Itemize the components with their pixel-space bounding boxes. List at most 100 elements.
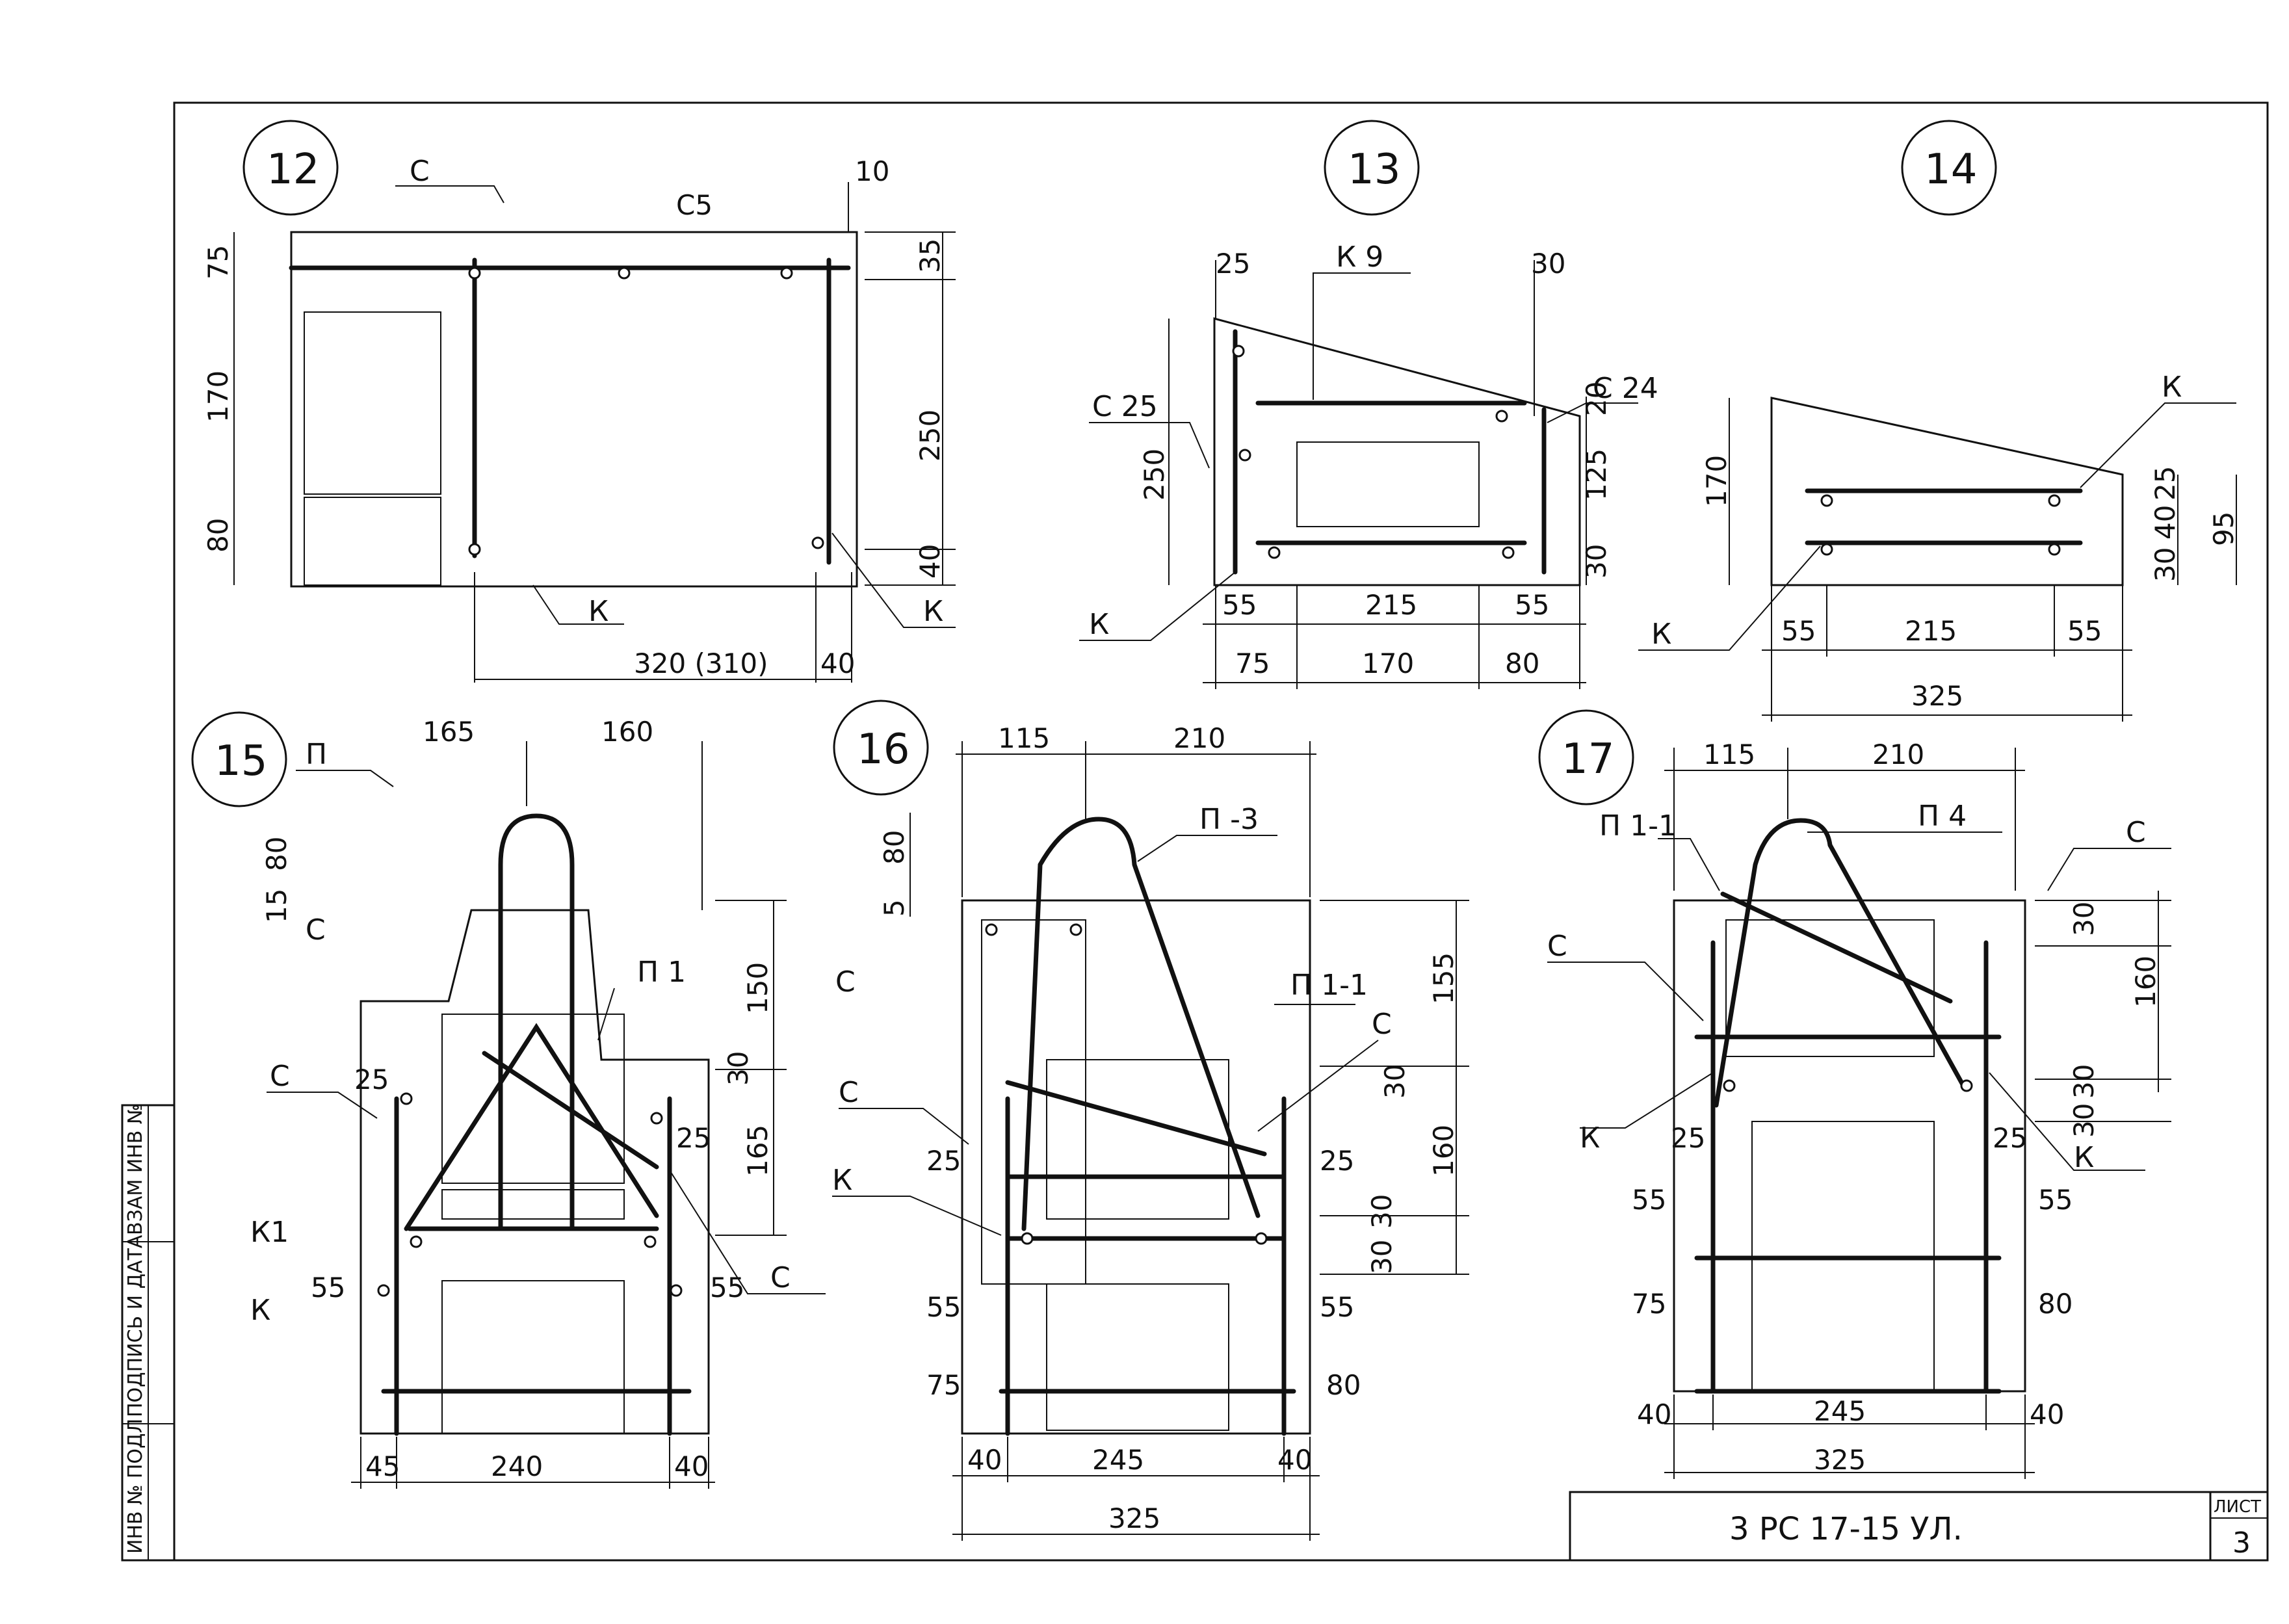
detail-marker-13 (1324, 120, 1420, 216)
d13-label-c24: С 24 (1593, 372, 1658, 405)
d15-label-p: П (306, 738, 327, 771)
d16-dim-40b: 40 (1277, 1444, 1312, 1476)
d12-dim-80: 80 (202, 518, 234, 553)
d13-label-k: К (1089, 608, 1109, 641)
d17-label-k2: К (2074, 1141, 2094, 1174)
d15-dim-25b: 25 (676, 1122, 711, 1154)
d15-dim-150: 150 (742, 962, 774, 1014)
detail-marker-12 (242, 120, 339, 216)
detail-14: 14 К К 170 25 40 30 95 55 215 55 325 (1638, 120, 2240, 722)
d14-dim-215: 215 (1905, 615, 1957, 647)
d14-dim-30: 30 (2149, 547, 2181, 582)
d16-dim-210: 210 (1173, 722, 1225, 754)
d14-dim-325: 325 (1911, 680, 1963, 712)
d17-dim-160: 160 (2130, 956, 2162, 1008)
d12-dim-320: 320 (310) (634, 648, 768, 679)
sheet-number: 3 (2232, 1526, 2251, 1560)
d16-dim-5: 5 (878, 899, 910, 917)
d14-label-k1: К (2162, 371, 2182, 404)
d12-dim-40a: 40 (914, 544, 946, 579)
d13-dim-20: 20 (1580, 382, 1612, 416)
d16-dim-245: 245 (1092, 1444, 1144, 1476)
detail-marker-15 (191, 711, 287, 807)
d12-label-k1: К (588, 595, 608, 628)
detail-number-15: 15 (215, 737, 267, 785)
detail-13: 13 К 9 С 25 С 24 К 25 30 250 20 125 (1079, 120, 1658, 689)
d16-dim-75: 75 (926, 1369, 961, 1401)
d16-label-k: К (832, 1164, 852, 1197)
d16-label-c1: С (835, 965, 856, 999)
d14-dim-170: 170 (1701, 455, 1733, 507)
d17-dim-25a: 25 (1671, 1122, 1705, 1154)
d12-dim-40b: 40 (820, 648, 855, 679)
sheet-label: ЛИСТ (2214, 1497, 2261, 1517)
detail-15: 15 П С П 1 С К1 К С (191, 711, 826, 1489)
d14-dim-55b: 55 (2067, 615, 2102, 647)
d17-label-c1: С (2126, 816, 2146, 849)
d16-dim-30a: 30 (1379, 1064, 1411, 1099)
d12-dim-170: 170 (202, 371, 234, 423)
d17-dim-245: 245 (1814, 1395, 1866, 1427)
d15-dim-165a: 165 (423, 716, 475, 748)
d14-dim-40: 40 (2149, 505, 2181, 540)
d12-label-c: С (410, 155, 430, 188)
d15-label-k1: К1 (250, 1216, 289, 1249)
d13-dim-215: 215 (1365, 589, 1417, 621)
d13-dim-55a: 55 (1222, 589, 1257, 621)
d16-label-c3: С (839, 1076, 859, 1109)
detail-number-17: 17 (1562, 735, 1614, 783)
d16-dim-55a: 55 (926, 1291, 961, 1323)
detail-12: 12 С К К 10 С5 35 250 40 (202, 120, 956, 683)
d17-dim-30c: 30 (2068, 1103, 2100, 1138)
d17-label-c2: С (1547, 930, 1567, 963)
stamp-podpis: ПОДПИСЬ И ДАТА (124, 1235, 147, 1417)
d16-dim-25b: 25 (1320, 1145, 1354, 1177)
d17-dim-55a: 55 (1632, 1184, 1666, 1216)
d17-dim-30b: 30 (2068, 1064, 2100, 1099)
d13-dim-80: 80 (1505, 648, 1539, 679)
d16-dim-80b: 80 (1326, 1369, 1361, 1401)
d13-dim-75: 75 (1235, 648, 1270, 679)
d15-label-c1: С (306, 913, 326, 947)
d16-dim-30c: 30 (1366, 1240, 1398, 1274)
d15-dim-30: 30 (722, 1051, 754, 1086)
d16-dim-25a: 25 (926, 1145, 961, 1177)
side-stamp: ИНВ № ПОДЛ ПОДПИСЬ И ДАТА ВЗАМ ИНВ № (121, 1104, 176, 1562)
d17-dim-40b: 40 (2030, 1398, 2064, 1430)
detail-17: 17 П 1-1 П 4 С С К К (1538, 709, 2171, 1479)
stamp-inv-podl: ИНВ № ПОДЛ (124, 1419, 147, 1554)
d15-dim-45: 45 (365, 1450, 400, 1482)
d14-dim-25: 25 (2149, 466, 2181, 501)
d15-label-c3: С (770, 1261, 791, 1294)
d15-dim-160: 160 (601, 716, 653, 748)
d16-dim-80: 80 (878, 830, 910, 865)
d14-label-k2: К (1651, 618, 1671, 651)
d16-label-c2: С (1372, 1008, 1392, 1041)
d13-label-k9: К 9 (1336, 241, 1383, 274)
title-block: 3 РС 17-15 УЛ. ЛИСТ 3 (1569, 1491, 2269, 1562)
d16-dim-115: 115 (998, 722, 1050, 754)
d16-dim-55b: 55 (1320, 1291, 1354, 1323)
d15-dim-25a: 25 (354, 1064, 389, 1095)
d15-dim-55b: 55 (710, 1272, 744, 1303)
d17-label-k1: К (1580, 1121, 1600, 1155)
d12-dim-c5: С5 (676, 189, 713, 221)
d15-dim-240: 240 (491, 1450, 543, 1482)
d17-dim-80: 80 (2038, 1288, 2073, 1320)
d17-label-p4: П 4 (1918, 800, 1967, 833)
sheet-frame (173, 101, 2269, 1562)
d17-dim-25b: 25 (1993, 1122, 2027, 1154)
d17-dim-40a: 40 (1637, 1398, 1671, 1430)
d13-dim-25: 25 (1216, 248, 1250, 280)
detail-number-14: 14 (1924, 146, 1977, 194)
stamp-vzam: ВЗАМ ИНВ № (124, 1104, 147, 1235)
d16-dim-155: 155 (1428, 952, 1459, 1004)
d16-dim-160: 160 (1428, 1125, 1459, 1177)
d17-dim-55b: 55 (2038, 1184, 2073, 1216)
d13-dim-250: 250 (1138, 449, 1170, 501)
d17-label-p11: П 1-1 (1599, 809, 1677, 843)
d15-dim-80: 80 (261, 837, 293, 871)
d17-dim-115: 115 (1703, 739, 1755, 770)
detail-marker-14 (1901, 120, 1997, 216)
